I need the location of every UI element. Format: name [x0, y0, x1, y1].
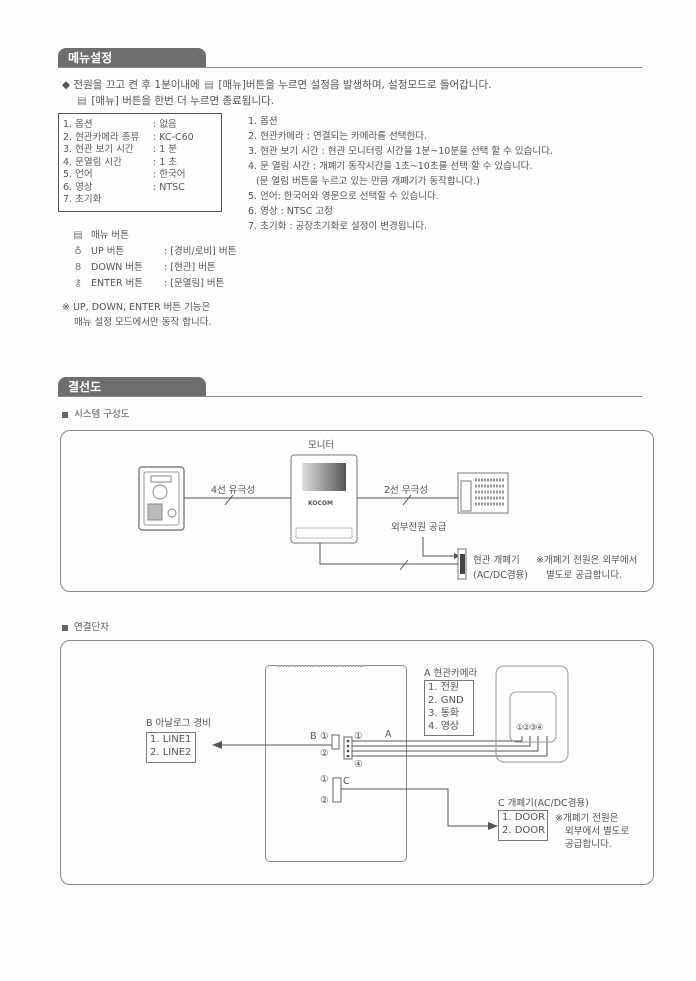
setting-row: 5. 언어: 한국어 — [63, 169, 186, 180]
setting-row: 7. 초기화 — [63, 194, 102, 205]
setting-row: 4. 문열림 시간: 1 초 — [63, 156, 178, 168]
c-note-3: 공급합니다. — [565, 839, 612, 850]
description-6: 6. 영상 : NTSC 고정 — [248, 206, 333, 217]
button-legend-up: ♁ UP 버튼 : [경비/로비] 버튼 — [72, 243, 236, 257]
key-icon: ⚷ — [74, 278, 82, 289]
terminals-heading: 연결단자 — [62, 619, 109, 633]
intro-line-1: ◆ 전원을 끄고 켠 후 1분이내에 ▤ [매뉴]버튼을 누르면 설정음 발생하… — [62, 79, 492, 91]
note-line-1: ※ UP, DOWN, ENTER 버튼 기능은 — [62, 302, 211, 313]
door-opener-sub: (AC/DC겸용) — [473, 570, 529, 581]
c-note-1: ※개폐기 전원은 — [555, 813, 619, 824]
system-diagram-heading: 시스템 구성도 — [62, 406, 129, 420]
c-door-terminal-list: 1. DOOR 2. DOOR — [498, 810, 548, 841]
button-legend-down: 8 DOWN 버튼 : [현관] 버튼 — [72, 259, 216, 273]
description-2: 2. 현관카메라 : 연결되는 카메라를 선택한다. — [248, 131, 427, 142]
description-3: 3. 현관 보기 시간 : 현관 모니터링 시간을 1분~10분을 선택 할 수… — [248, 146, 553, 157]
description-4: 4. 문 열림 시간 : 개폐기 동작시간을 1초~10초를 선택 할 수 있습… — [248, 161, 533, 172]
security-icon: ♁ — [74, 246, 82, 257]
b-pin-1: ① — [320, 731, 329, 742]
power-note-line-2: 별도로 공급합니다. — [546, 570, 622, 581]
a-pin-4: ④ — [354, 759, 363, 770]
external-power-label: 외부전원 공급 — [391, 522, 447, 533]
a-pin-1: ① — [354, 731, 363, 742]
wiring-section-title: 결선도 — [58, 377, 206, 397]
menu-settings-section-title: 메뉴설정 — [58, 48, 206, 68]
power-note-line-1: ※개폐기 전원은 외부에서 — [536, 555, 638, 566]
c-note-2: 외부에서 별도로 — [565, 826, 630, 837]
camera-pin-labels: ①②③④ — [516, 723, 544, 733]
c-pin-2: ② — [320, 795, 329, 806]
note-line-2: 매뉴 설정 모드에서만 동작 합니다. — [74, 317, 212, 328]
square-bullet-icon — [62, 624, 68, 631]
b-security-title: B 아날로그 경비 — [146, 718, 211, 729]
description-5: 5. 언어: 한국어와 영문으로 선택할 수 있습니다. — [248, 191, 439, 202]
setting-row: 3. 현관 보기 시간: 1 분 — [63, 144, 178, 155]
door-camera-icon: 8 — [74, 262, 82, 273]
setting-row: 1. 옵션: 없음 — [63, 119, 177, 130]
setting-row: 6. 영상: NTSC — [63, 181, 185, 193]
b-pin-2: ② — [320, 748, 329, 759]
label-b: B — [310, 731, 317, 742]
section-divider — [58, 67, 642, 68]
section-divider — [58, 396, 642, 397]
a-camera-title: A 현관카메라 — [424, 668, 478, 679]
menu-icon: ▤ — [204, 80, 214, 91]
label-a: A — [385, 729, 392, 740]
description-1: 1. 옵션 — [248, 116, 278, 127]
settings-default-table: 1. 옵션: 없음 2. 현관카메라 종류: KC-C60 3. 현관 보기 시… — [58, 113, 222, 212]
system-diagram-panel — [60, 430, 654, 592]
description-4-sub: (문 열림 버튼을 누르고 있는 만큼 개폐기가 동작합니다.) — [256, 176, 480, 187]
b-security-terminal-list: 1. LINE1 2. LINE2 — [146, 732, 196, 763]
two-wire-label: 2선 무극성 — [384, 485, 429, 496]
description-7: 7. 초기화 : 공장초기화로 설정이 변경됩니다. — [248, 221, 427, 232]
kocom-brand: KOCOM — [308, 500, 333, 507]
button-legend-menu: ▤ 매뉴 버튼 — [73, 230, 130, 241]
button-legend-enter: ⚷ ENTER 버튼 : [문열림] 버튼 — [72, 275, 224, 289]
monitor-label: 모니터 — [308, 440, 335, 451]
a-camera-terminal-list: 1. 전원 2. GND 3. 통화 4. 영상 — [424, 680, 474, 736]
c-door-title: C 개폐기(AC/DC겸용) — [498, 798, 589, 809]
intro-line-2: ▤ [매뉴] 버튼을 한번 더 누르면 종료됩니다. — [77, 95, 275, 107]
menu-icon: ▤ — [73, 230, 83, 241]
c-pin-1: ① — [320, 774, 329, 785]
menu-icon: ▤ — [77, 96, 87, 107]
four-wire-label: 4선 유극성 — [211, 485, 256, 496]
square-bullet-icon — [62, 411, 68, 418]
setting-row: 2. 현관카메라 종류: KC-C60 — [63, 131, 194, 143]
door-opener-label: 현관 개폐기 — [473, 555, 520, 566]
terminals-diagram-panel — [60, 640, 654, 885]
label-c: C — [343, 776, 350, 787]
